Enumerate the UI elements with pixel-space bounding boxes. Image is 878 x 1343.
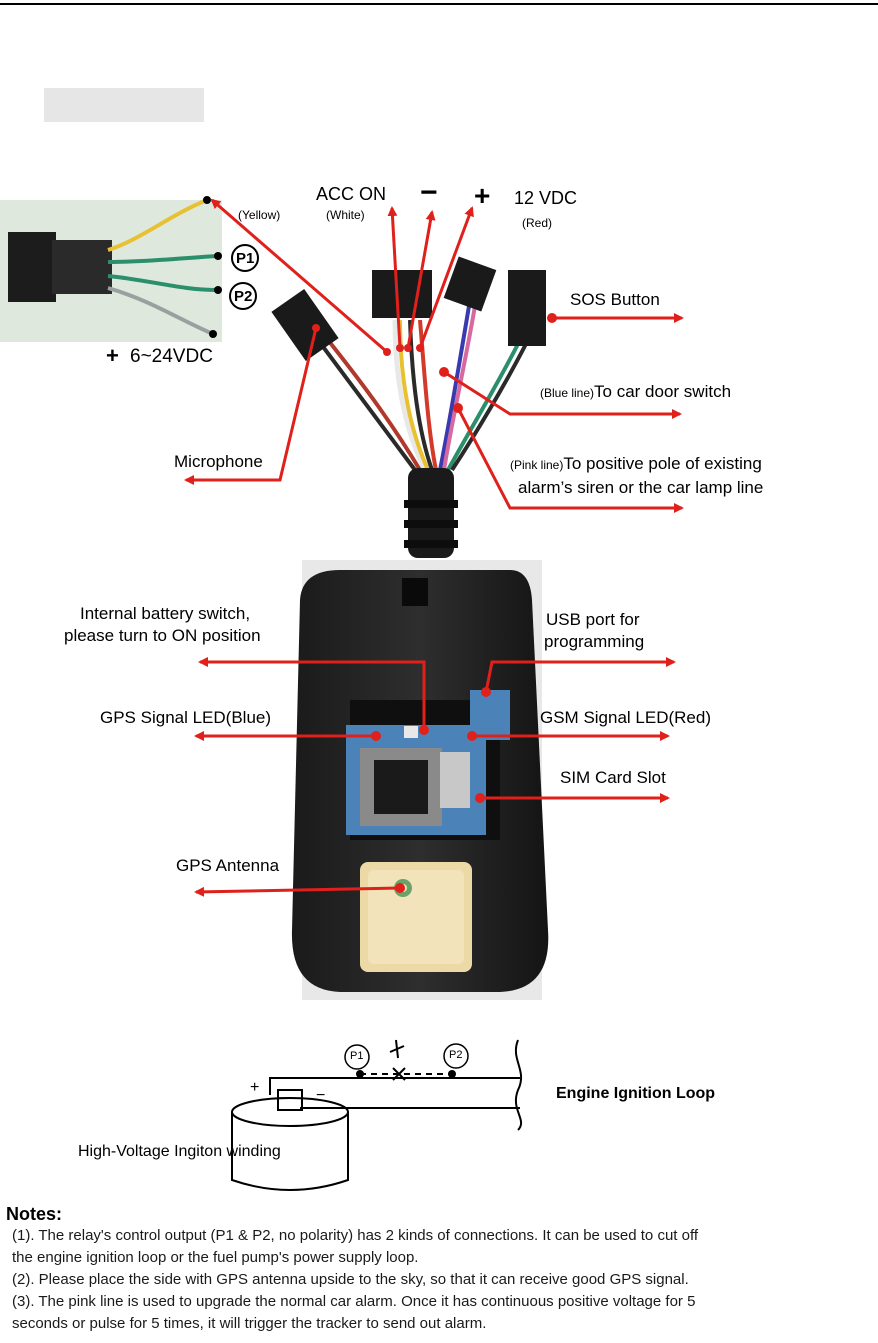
minus-label: − <box>420 176 438 209</box>
notes-title: Notes: <box>6 1204 63 1224</box>
blue-line-tag: (Blue line) <box>540 386 595 400</box>
gsm-led-label: GSM Signal LED(Red) <box>540 708 712 727</box>
blue-line-label: (Blue line)To car door switch <box>540 382 731 402</box>
acc-on-label: ACC ON <box>316 184 387 204</box>
gps-led-label: GPS Signal LED(Blue) <box>100 708 272 727</box>
plus-label: + <box>474 180 491 211</box>
gps-antenna-label: GPS Antenna <box>176 856 280 875</box>
blue-line-desc: To car door switch <box>594 382 732 401</box>
circuit-p1-circle <box>344 1044 370 1070</box>
vdc12-label: 12 VDC <box>514 188 578 208</box>
pink-line-tag: (Pink line) <box>510 458 564 472</box>
cable-bundle <box>316 299 530 558</box>
winding-label: High-Voltage Ingiton winding <box>78 1143 281 1160</box>
note-line-4: (3). The pink line is used to upgrade th… <box>12 1293 696 1310</box>
top-rule <box>0 3 878 5</box>
circuit-p2-label: P2 <box>449 1049 463 1061</box>
callout-dots <box>312 313 557 893</box>
p2-marker <box>229 282 257 310</box>
section-heading-placeholder <box>44 88 204 122</box>
note-line-2: the engine ignition loop or the fuel pum… <box>12 1249 419 1266</box>
tracker-device <box>291 570 549 992</box>
circuit-plus-label: + <box>250 1079 260 1096</box>
yellow-wire-label: (Yellow) <box>238 208 281 222</box>
circuit-p1-label: P1 <box>350 1050 364 1062</box>
usb-port-label-1: USB port for <box>546 610 640 629</box>
ignition-circuit <box>231 1039 523 1191</box>
p1-marker <box>231 244 259 272</box>
vdc-range-label: 6~24VDC <box>130 346 213 367</box>
red-wire-label: (Red) <box>522 216 553 230</box>
p2-label: P2 <box>234 288 253 305</box>
sim-slot-label: SIM Card Slot <box>560 768 666 787</box>
connectors <box>271 256 546 362</box>
usb-port-label-2: programming <box>544 632 645 651</box>
callout-arrows <box>184 198 684 897</box>
pink-line-desc: To positive pole of existing <box>563 454 762 473</box>
p1-label: P1 <box>236 250 255 267</box>
plus-sign-left: + <box>106 343 119 368</box>
circuit-nodes <box>356 1070 456 1078</box>
white-wire-label: (White) <box>326 208 365 222</box>
note-line-3: (2). Please place the side with GPS ante… <box>12 1271 689 1288</box>
battery-switch-label-2: please turn to ON position <box>64 626 261 645</box>
engine-ignition-loop-label: Engine Ignition Loop <box>556 1085 716 1102</box>
sos-button-label: SOS Button <box>570 290 660 309</box>
relay-photo <box>0 196 222 342</box>
circuit-minus-label: − <box>316 1087 326 1104</box>
note-line-5: seconds or pulse for 5 times, it will tr… <box>12 1315 487 1332</box>
note-line-1: (1). The relay's control output (P1 & P2… <box>12 1227 699 1244</box>
battery-switch-label-1: Internal battery switch, <box>80 604 251 623</box>
circuit-p2-circle <box>443 1043 469 1069</box>
pink-line-desc-2: alarm’s siren or the car lamp line <box>518 478 764 497</box>
microphone-label: Microphone <box>174 452 263 471</box>
wiring-diagram <box>0 196 684 1191</box>
pink-line-label: (Pink line)To positive pole of existing <box>510 454 762 474</box>
